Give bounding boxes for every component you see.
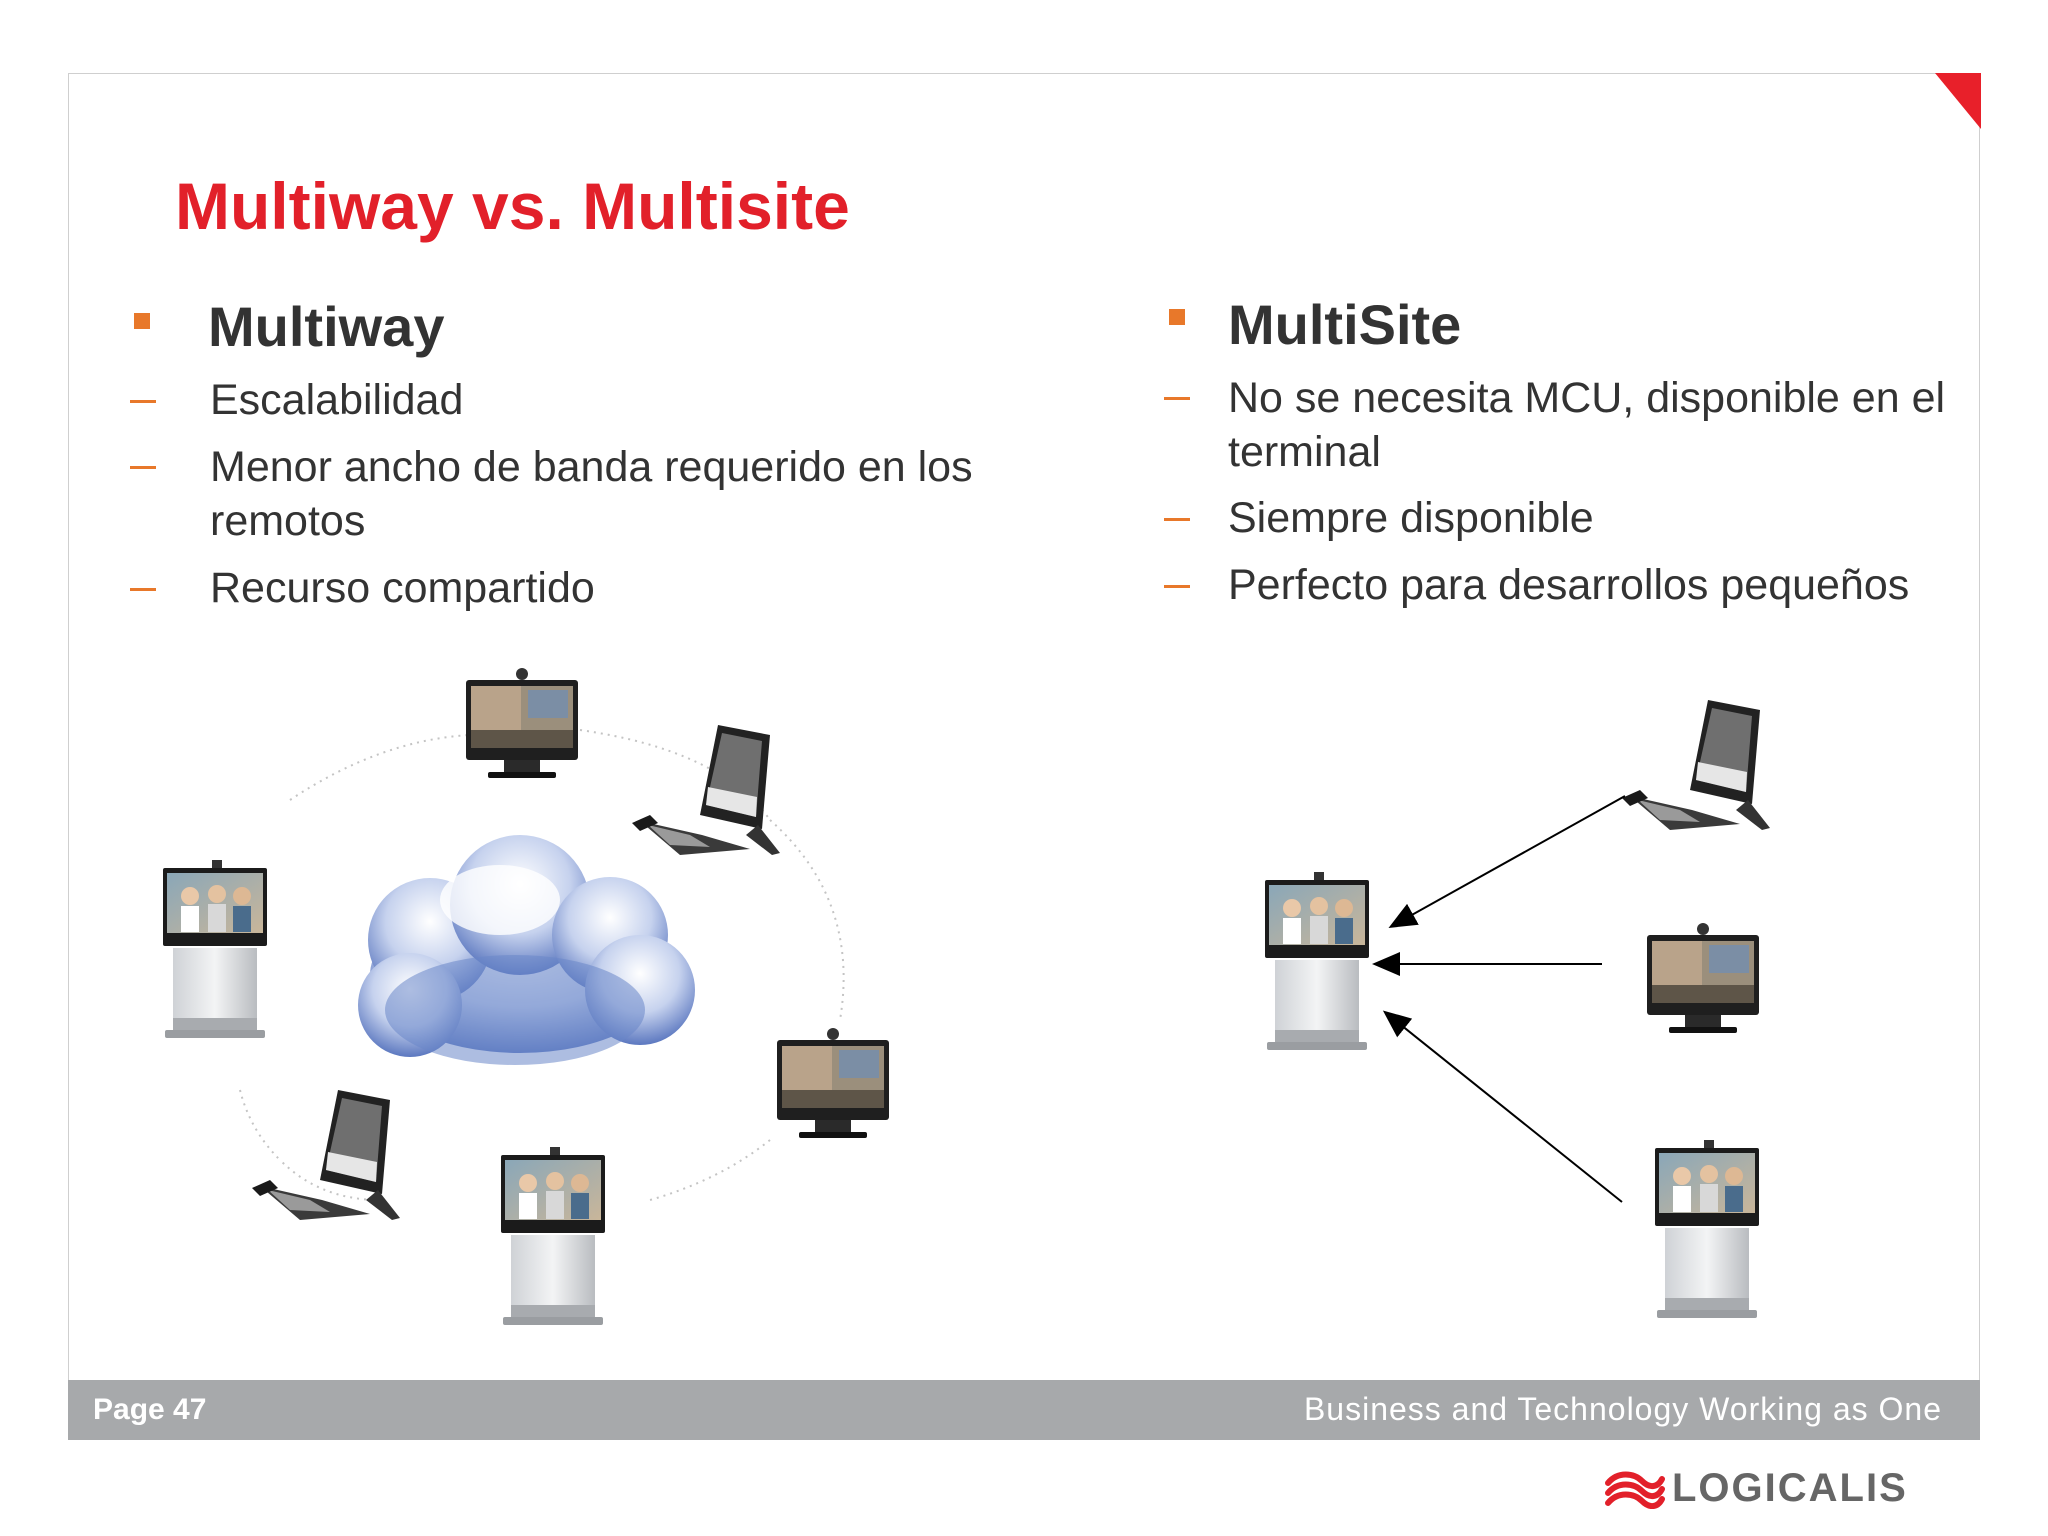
dotted-link <box>769 819 845 1021</box>
telepresence-endpoint-icon <box>163 860 267 1038</box>
dash-bullet-icon <box>130 466 156 469</box>
left-item-2: Menor ancho de banda requerido en los re… <box>210 443 973 545</box>
phone-endpoint-icon <box>632 725 780 855</box>
logo: LOGICALIS <box>1604 1466 1908 1511</box>
dash-bullet-icon <box>1164 585 1190 588</box>
right-item-3: Perfecto para desarrollos pequeños <box>1228 561 1910 609</box>
square-bullet-icon <box>1169 309 1185 325</box>
dotted-link <box>649 1139 771 1201</box>
phone-endpoint-icon <box>252 1090 400 1220</box>
desktop-endpoint-icon <box>466 668 578 778</box>
multiway-diagram <box>163 668 889 1325</box>
footer-tagline: Business and Technology Working as One <box>1303 1391 1942 1427</box>
page-number: Page 47 <box>93 1393 207 1426</box>
telepresence-endpoint-icon <box>501 1147 605 1325</box>
right-heading: MultiSite <box>1228 293 1462 356</box>
dash-bullet-icon <box>130 400 156 403</box>
dotted-link <box>279 1159 381 1201</box>
dotted-link <box>289 734 471 801</box>
left-item-1: Escalabilidad <box>210 376 464 424</box>
multisite-diagram <box>1265 700 1770 1318</box>
cloud-icon <box>358 835 695 1065</box>
slide-title: Multiway vs. Multisite <box>175 169 850 243</box>
desktop-endpoint-icon <box>1647 923 1759 1033</box>
logo-text: LOGICALIS <box>1672 1466 1908 1510</box>
dash-bullet-icon <box>1164 518 1190 521</box>
telepresence-endpoint-icon <box>1655 1140 1759 1318</box>
dash-bullet-icon <box>130 588 156 591</box>
left-heading: Multiway <box>208 295 445 358</box>
arrow <box>1388 795 1626 928</box>
left-item-3: Recurso compartido <box>210 564 595 612</box>
arrow <box>1382 1010 1623 1203</box>
logicalis-logo-icon <box>1605 1471 1665 1509</box>
dotted-link <box>239 1089 281 1161</box>
square-bullet-icon <box>134 313 150 329</box>
footer-bar <box>68 1380 1980 1440</box>
right-item-1: No se necesita MCU, disponible en el ter… <box>1228 374 1946 476</box>
phone-endpoint-icon <box>1622 700 1770 830</box>
telepresence-endpoint-icon <box>1265 872 1369 1050</box>
desktop-endpoint-icon <box>777 1028 889 1138</box>
corner-accent <box>1935 73 1981 129</box>
right-item-2: Siempre disponible <box>1228 494 1594 542</box>
dash-bullet-icon <box>1164 397 1190 400</box>
